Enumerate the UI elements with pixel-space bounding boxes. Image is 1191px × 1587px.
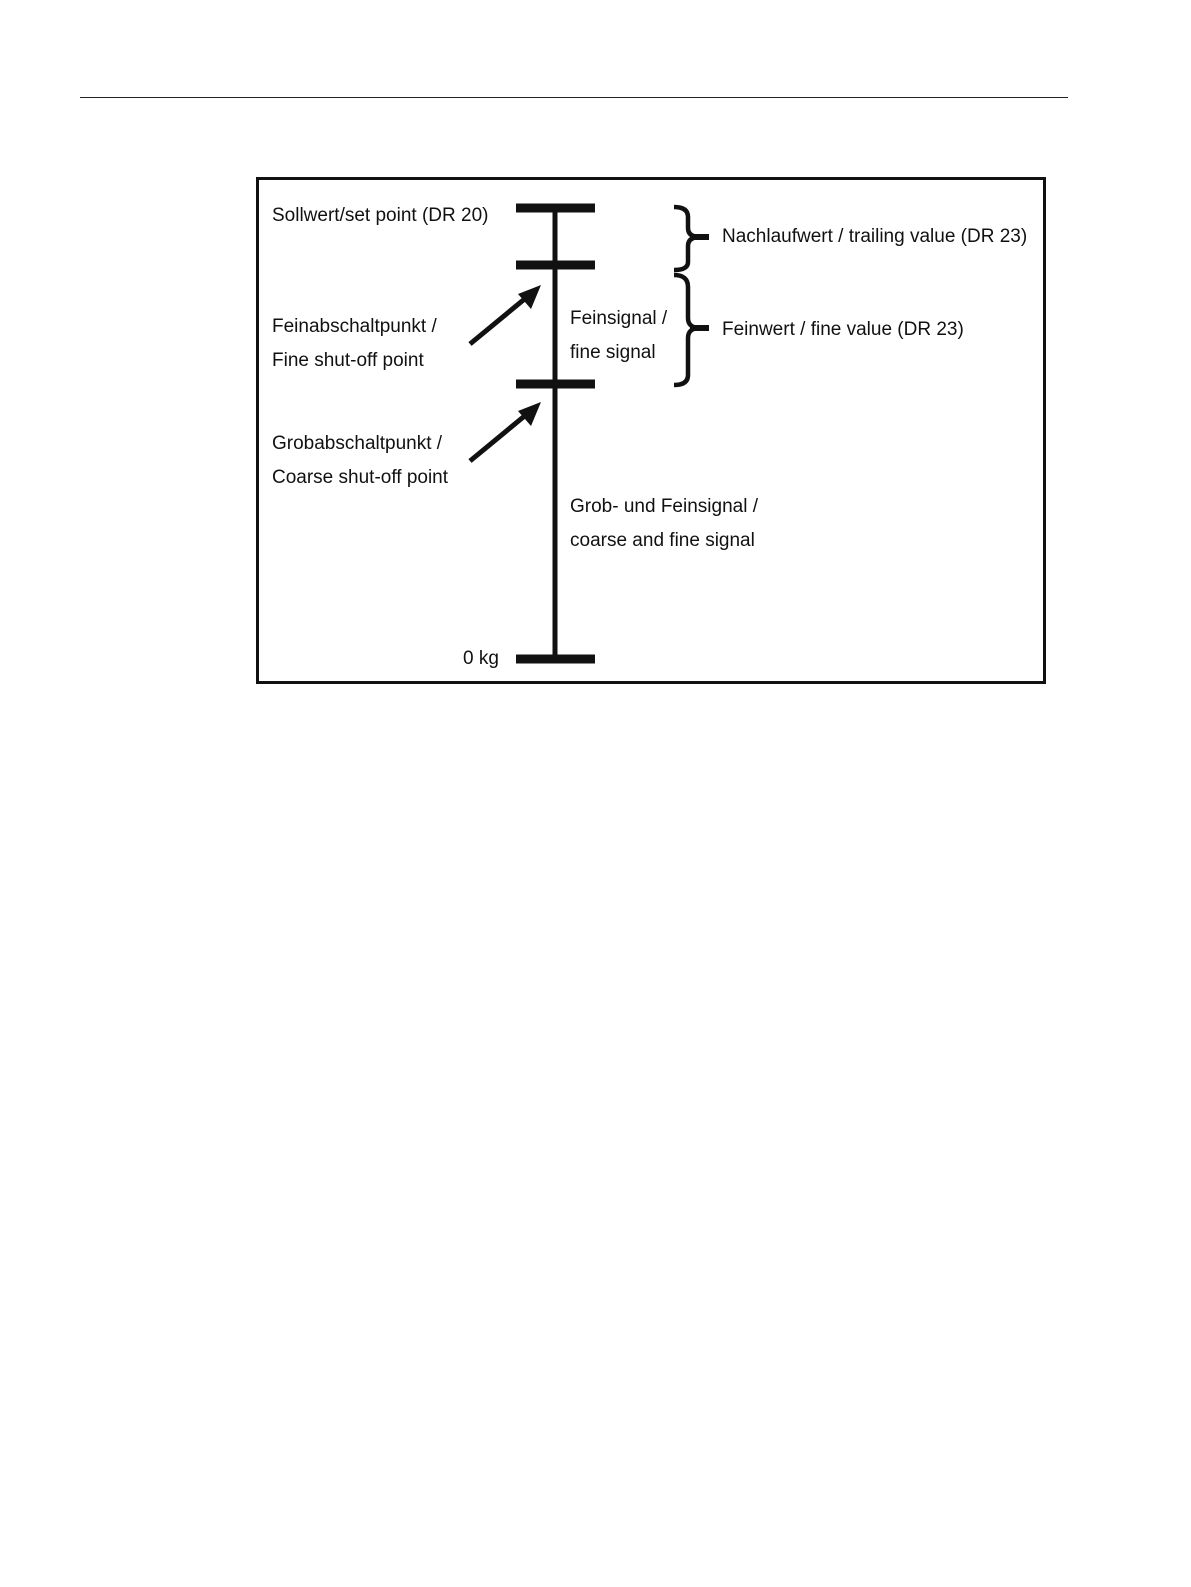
fine-shutoff-label: Feinabschaltpunkt / Fine shut-off point — [272, 310, 437, 378]
fine-shutoff-label-de: Feinabschaltpunkt / — [272, 310, 437, 344]
fine-signal-label-de: Feinsignal / — [570, 302, 667, 336]
fine-shutoff-label-en: Fine shut-off point — [272, 344, 437, 378]
coarse-fine-signal-label-en: coarse and fine signal — [570, 524, 758, 558]
trailing-value-label: Nachlaufwert / trailing value (DR 23) — [722, 220, 1027, 254]
coarse-fine-signal-label-de: Grob- und Feinsignal / — [570, 490, 758, 524]
coarse-shutoff-label: Grobabschaltpunkt / Coarse shut-off poin… — [272, 427, 448, 495]
coarse-shutoff-label-de: Grobabschaltpunkt / — [272, 427, 448, 461]
coarse-fine-signal-label: Grob- und Feinsignal / coarse and fine s… — [570, 490, 758, 558]
arrow-coarse-shutoff — [470, 402, 541, 461]
arrow-fine-shutoff — [470, 285, 541, 344]
setpoint-label: Sollwert/set point (DR 20) — [272, 199, 488, 233]
fine-signal-label-en: fine signal — [570, 336, 667, 370]
coarse-shutoff-label-en: Coarse shut-off point — [272, 461, 448, 495]
fine-value-label: Feinwert / fine value (DR 23) — [722, 313, 964, 347]
fine-signal-label: Feinsignal / fine signal — [570, 302, 667, 370]
zero-label: 0 kg — [463, 642, 499, 676]
